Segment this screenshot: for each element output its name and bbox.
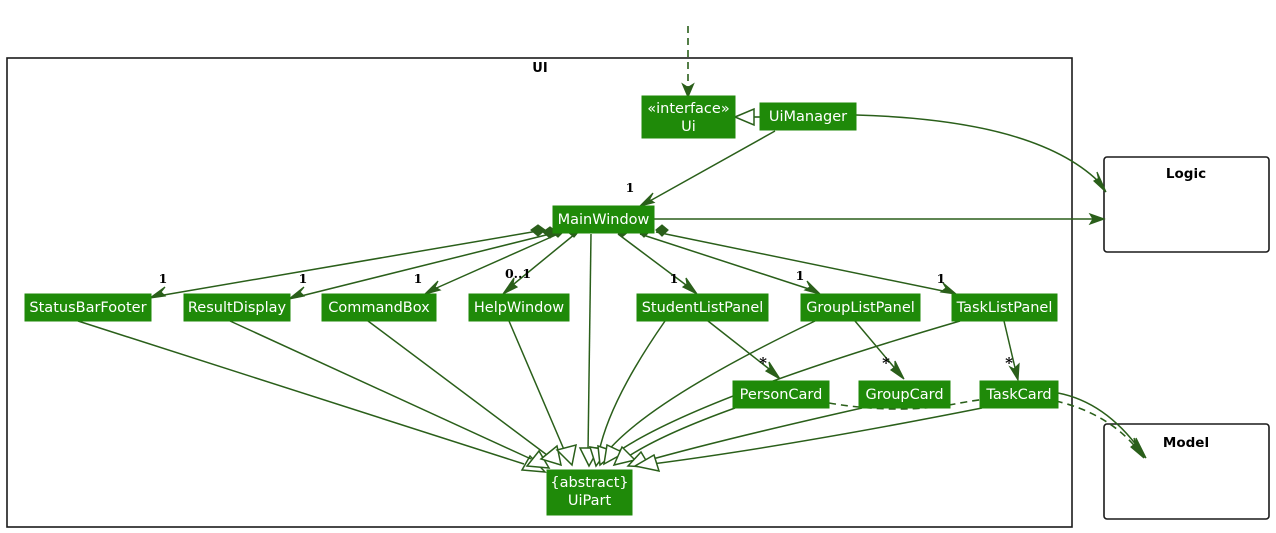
edge-external-to-ui bbox=[681, 26, 695, 99]
class-grouplistpanel-label: GroupListPanel bbox=[806, 300, 915, 316]
class-uipart[interactable]: {abstract} UiPart bbox=[546, 469, 633, 516]
multiplicity-labels: 1 1 1 1 0..1 1 1 1 * * * bbox=[159, 180, 1013, 372]
edge-helpwindow-to-uipart bbox=[508, 320, 577, 467]
class-uimanager-label: UiManager bbox=[769, 109, 847, 125]
class-mainwindow-label: MainWindow bbox=[558, 212, 650, 228]
external-package-logic: Logic bbox=[1103, 156, 1270, 253]
class-groupcard-box[interactable] bbox=[858, 380, 951, 409]
class-statusbarfooter[interactable]: StatusBarFooter bbox=[24, 293, 152, 322]
class-tasklistpanel-box[interactable] bbox=[951, 293, 1058, 322]
class-uimanager[interactable]: UiManager bbox=[759, 102, 857, 131]
external-package-model: Model bbox=[1103, 423, 1270, 520]
edge-mainwindow-to-logic bbox=[654, 212, 1106, 226]
edge-uimanager-to-mainwindow bbox=[638, 130, 776, 208]
edge-mainwindow-to-tasklistpanel bbox=[655, 224, 958, 295]
class-ui[interactable]: «interface» Ui bbox=[641, 95, 736, 139]
class-mainwindow-box[interactable] bbox=[552, 205, 655, 234]
edge-commandbox-to-uipart bbox=[367, 320, 562, 467]
class-taskcard[interactable]: TaskCard bbox=[979, 380, 1059, 409]
edge-mainwindow-to-studentlistpanel bbox=[615, 225, 698, 295]
class-grouplistpanel[interactable]: GroupListPanel bbox=[800, 293, 921, 322]
class-grouplistpanel-box[interactable] bbox=[800, 293, 921, 322]
class-commandbox-box[interactable] bbox=[321, 293, 437, 322]
edges-layer bbox=[77, 26, 1147, 473]
class-commandbox-label: CommandBox bbox=[328, 300, 430, 316]
class-studentlistpanel-box[interactable] bbox=[636, 293, 769, 322]
multiplicity-mainwindow-studentlistpanel: 1 bbox=[670, 271, 679, 286]
class-groupcard-label: GroupCard bbox=[865, 387, 943, 403]
multiplicity-mainwindow-statusbar: 1 bbox=[159, 271, 168, 286]
class-ui-box[interactable] bbox=[641, 95, 736, 139]
class-mainwindow[interactable]: MainWindow bbox=[552, 205, 655, 234]
model-box bbox=[1103, 423, 1270, 520]
class-helpwindow-box[interactable] bbox=[468, 293, 570, 322]
package-ui-label: UI bbox=[532, 61, 547, 76]
class-ui-stereotype: «interface» bbox=[647, 101, 729, 117]
class-commandbox[interactable]: CommandBox bbox=[321, 293, 437, 322]
multiplicity-grouplistpanel-groupcard: * bbox=[882, 354, 890, 372]
multiplicity-mainwindow-grouplistpanel: 1 bbox=[796, 268, 805, 283]
class-ui-label: Ui bbox=[681, 119, 696, 135]
multiplicity-studentlistpanel-personcard: * bbox=[759, 354, 767, 372]
class-uipart-stereotype: {abstract} bbox=[550, 475, 628, 491]
class-taskcard-label: TaskCard bbox=[985, 387, 1051, 403]
class-groupcard[interactable]: GroupCard bbox=[858, 380, 951, 409]
edge-mainwindow-to-uipart bbox=[578, 233, 601, 468]
edge-taskcard-to-uipart bbox=[632, 407, 983, 472]
edge-mainwindow-to-statusbar bbox=[149, 224, 546, 299]
multiplicity-mainwindow-tasklistpanel: 1 bbox=[937, 271, 946, 286]
class-tasklistpanel-label: TaskListPanel bbox=[956, 300, 1053, 316]
class-personcard[interactable]: PersonCard bbox=[732, 380, 830, 409]
package-ui: UI bbox=[6, 57, 1073, 528]
package-ui-border bbox=[6, 57, 1073, 528]
logic-box bbox=[1103, 156, 1270, 253]
class-statusbarfooter-box[interactable] bbox=[24, 293, 152, 322]
class-resultdisplay[interactable]: ResultDisplay bbox=[183, 293, 291, 322]
class-taskcard-box[interactable] bbox=[979, 380, 1059, 409]
multiplicity-mainwindow-helpwindow: 0..1 bbox=[505, 266, 531, 281]
edge-resultdisplay-to-uipart bbox=[229, 320, 551, 469]
multiplicity-uimanager-mainwindow: 1 bbox=[626, 180, 635, 195]
class-uipart-box[interactable] bbox=[546, 469, 633, 516]
edge-statusbar-to-uipart bbox=[77, 320, 547, 473]
multiplicity-tasklistpanel-taskcard: * bbox=[1005, 354, 1013, 372]
edge-studentlistpanel-to-uipart bbox=[588, 320, 666, 468]
edge-mainwindow-to-resultdisplay bbox=[288, 226, 558, 300]
class-personcard-box[interactable] bbox=[732, 380, 830, 409]
class-tasklistpanel[interactable]: TaskListPanel bbox=[951, 293, 1058, 322]
edge-studentlistpanel-to-personcard bbox=[707, 320, 781, 380]
edge-grouplistpanel-to-groupcard bbox=[854, 320, 905, 380]
edge-tasklistpanel-to-taskcard bbox=[1003, 320, 1020, 382]
multiplicity-mainwindow-commandbox: 1 bbox=[414, 271, 423, 286]
logic-label: Logic bbox=[1166, 166, 1206, 182]
class-helpwindow-label: HelpWindow bbox=[474, 300, 564, 316]
class-uimanager-box[interactable] bbox=[759, 102, 857, 131]
edge-uimanager-to-logic bbox=[855, 114, 1107, 193]
class-helpwindow[interactable]: HelpWindow bbox=[468, 293, 570, 322]
class-personcard-label: PersonCard bbox=[740, 387, 823, 403]
class-resultdisplay-box[interactable] bbox=[183, 293, 291, 322]
class-uipart-label: UiPart bbox=[568, 493, 612, 509]
edge-personcard-to-model bbox=[1057, 392, 1147, 459]
multiplicity-mainwindow-resultdisplay: 1 bbox=[299, 271, 308, 286]
edge-uimanager-realizes-ui bbox=[733, 107, 760, 127]
class-resultdisplay-label: ResultDisplay bbox=[188, 300, 287, 316]
class-studentlistpanel-label: StudentListPanel bbox=[642, 300, 764, 316]
class-studentlistpanel[interactable]: StudentListPanel bbox=[636, 293, 769, 322]
classes-layer: «interface» Ui UiManager MainWindow Stat… bbox=[24, 95, 1059, 516]
edge-personcard-to-uipart bbox=[612, 407, 736, 467]
model-label: Model bbox=[1163, 435, 1209, 451]
class-statusbarfooter-label: StatusBarFooter bbox=[29, 300, 146, 316]
